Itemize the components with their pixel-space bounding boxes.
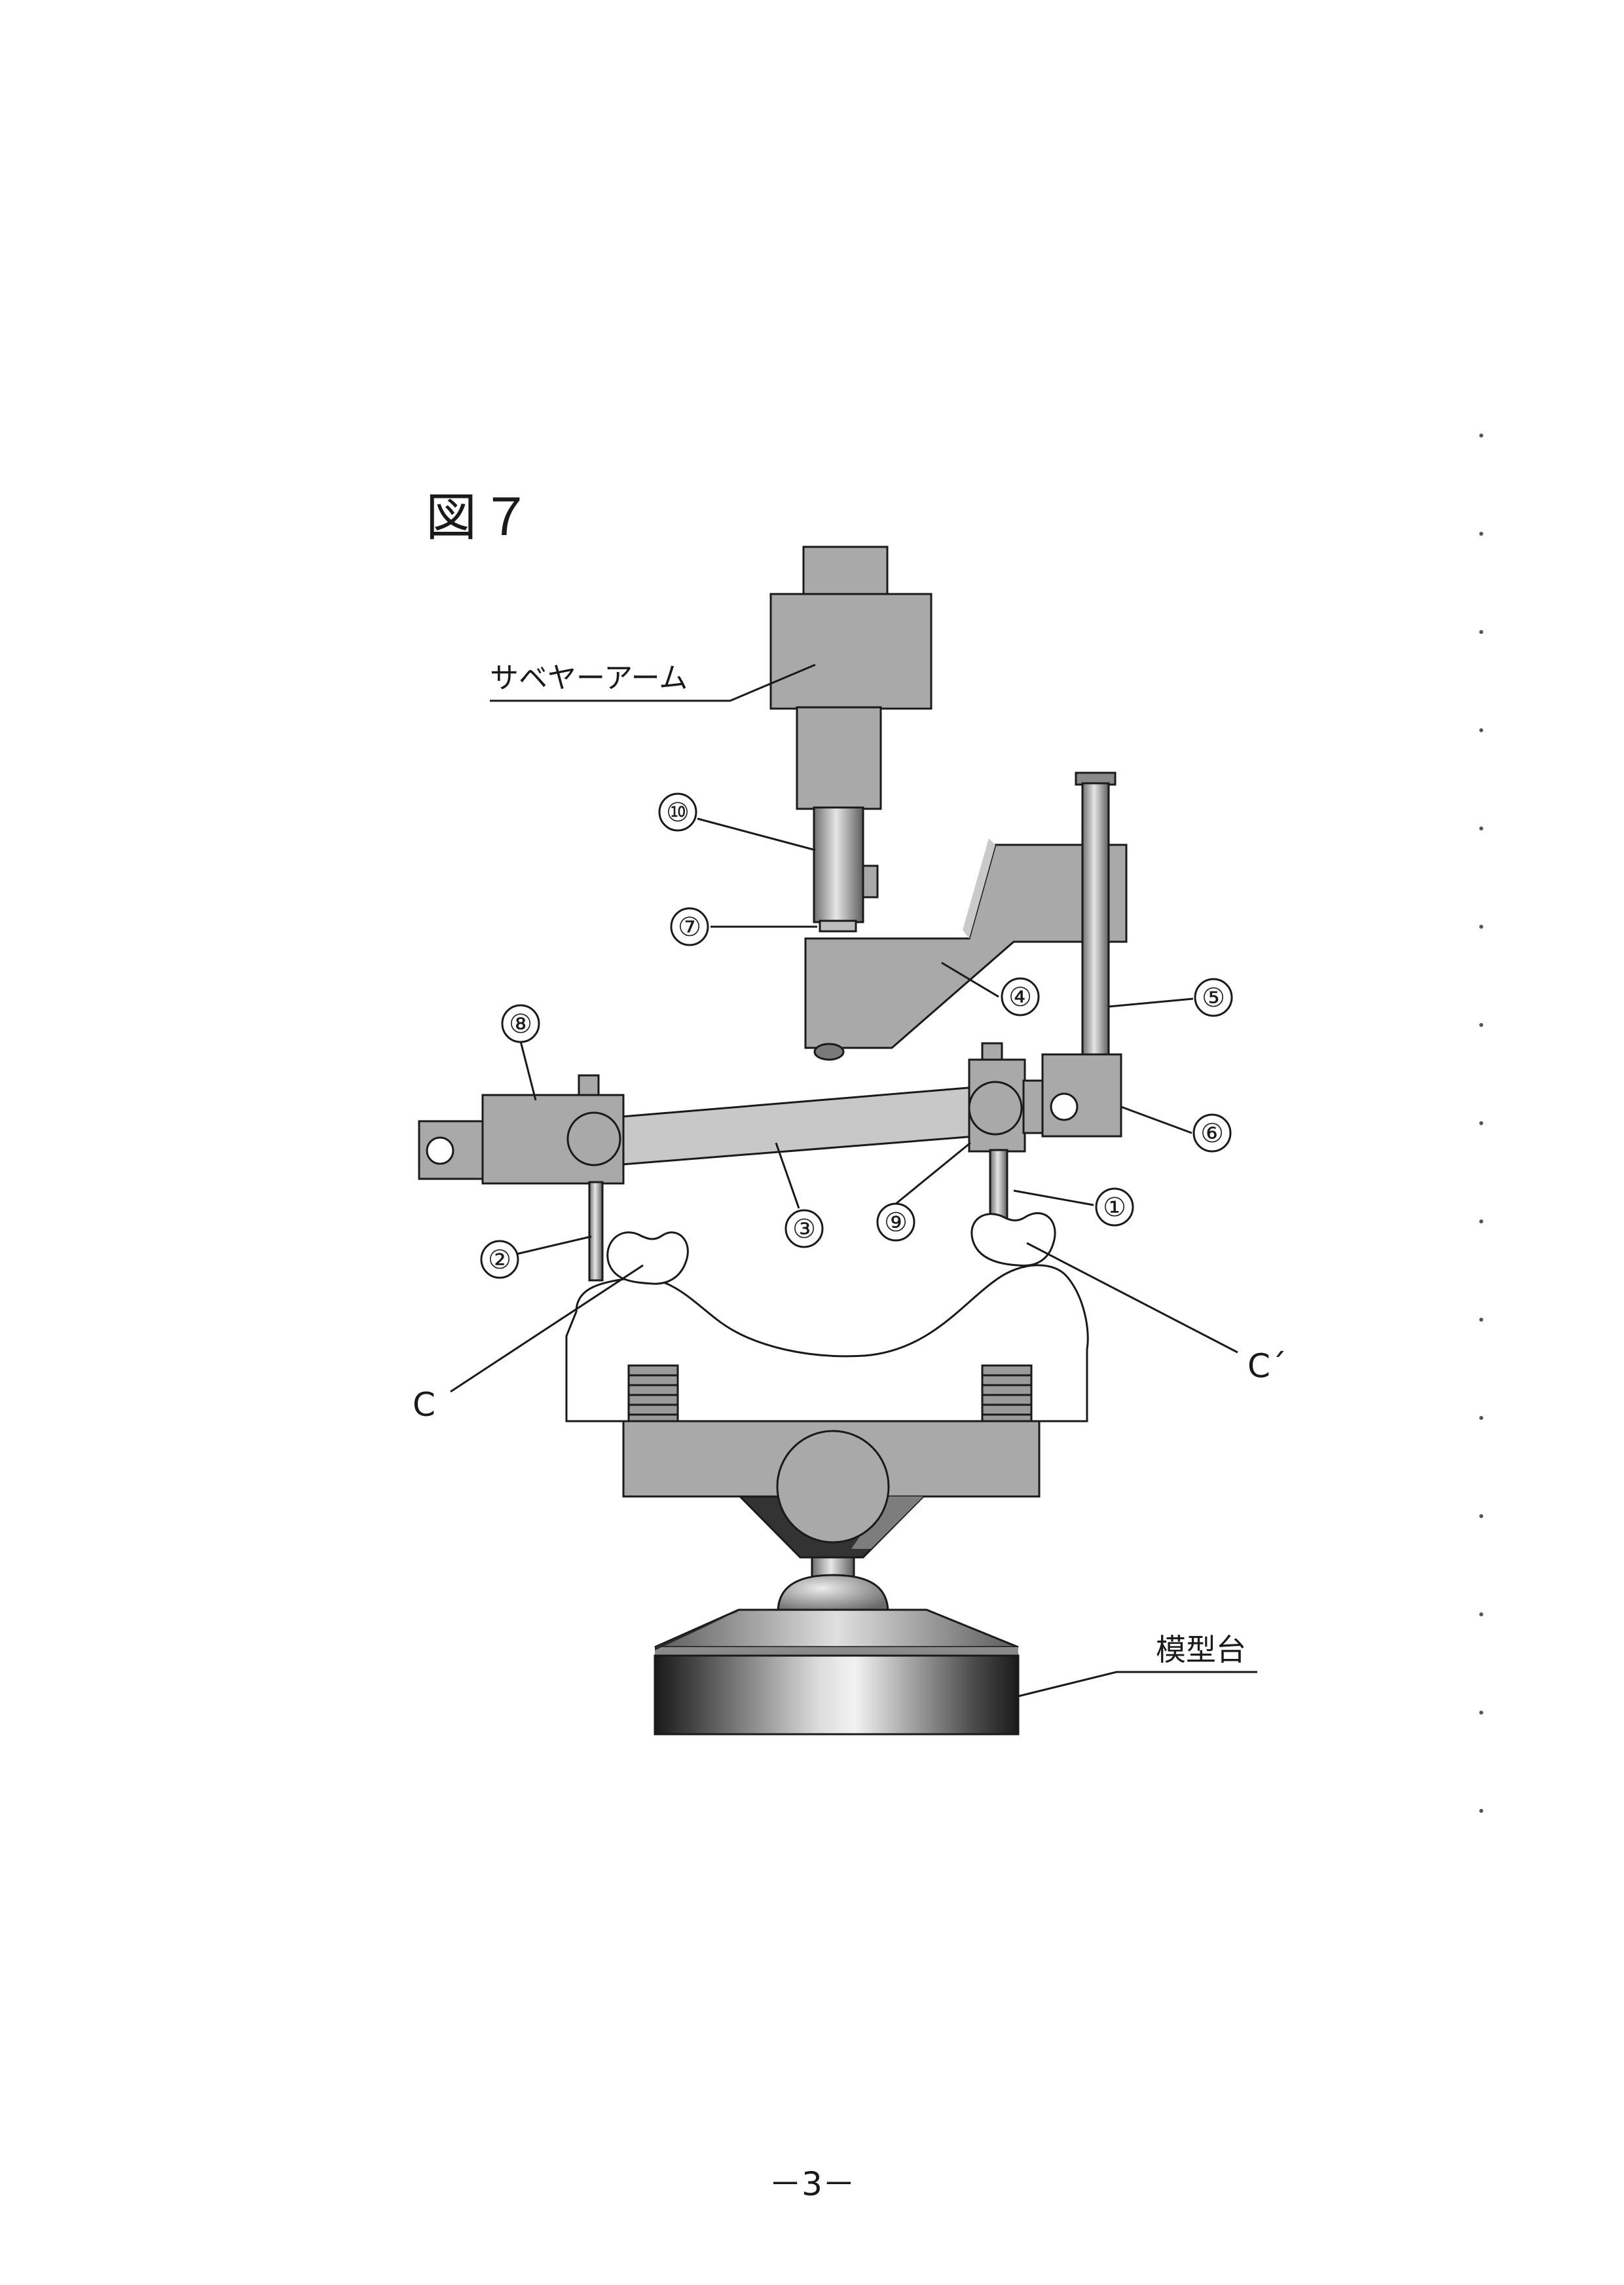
tooth-c-right (970, 1212, 1056, 1267)
rod-tip (819, 920, 857, 933)
callout-4: ④ (1001, 977, 1040, 1016)
base-ball (777, 1574, 889, 1614)
base-upper-ring (654, 1608, 1019, 1648)
leader-c-right (1026, 1242, 1238, 1354)
callout-2: ② (480, 1240, 519, 1279)
leader-lines (450, 663, 1257, 1698)
clamp-9-knob (968, 1081, 1023, 1136)
threaded-stud-left (627, 1364, 679, 1422)
callout-8: ⑧ (501, 1004, 540, 1043)
part-6-clamp (1041, 1053, 1122, 1138)
base-hinge-wedge-light (851, 1496, 923, 1549)
leader-10 (697, 817, 816, 851)
clamp-9-neck (1022, 1079, 1046, 1134)
figure-title: 図７ (426, 489, 536, 548)
page-number: －3－ (769, 2165, 855, 2203)
callout-6: ⑥ (1192, 1113, 1232, 1153)
scan-marks (1479, 434, 1483, 1813)
arm-lower-block (796, 706, 882, 810)
leader-4 (941, 961, 999, 998)
part-4-holder (804, 838, 1128, 1061)
base-shoulder (655, 1611, 739, 1650)
label-c-left: C (413, 1386, 435, 1424)
clamp-8-pin (588, 1181, 604, 1282)
threaded-stud-right (981, 1364, 1033, 1422)
callout-6-text: ⑥ (1200, 1119, 1224, 1149)
callout-2-text: ② (488, 1245, 511, 1275)
leader-6 (1120, 1105, 1192, 1134)
clamp-8-knob (566, 1111, 621, 1166)
callout-1: ① (1095, 1187, 1134, 1227)
callout-1-text: ① (1103, 1193, 1126, 1223)
leader-5 (1108, 997, 1194, 1008)
dental-cast (565, 1212, 1089, 1422)
base-bevel (655, 1647, 1018, 1657)
tooth-c-left (606, 1231, 689, 1285)
model-base-assembly (622, 1420, 1041, 1736)
callout-9-text: ⑨ (884, 1208, 908, 1238)
clamp-9-pin (989, 1149, 1008, 1220)
callout-7-text: ⑦ (678, 912, 701, 942)
holder-top-face (963, 838, 995, 938)
callout-5: ⑤ (1194, 978, 1233, 1017)
callout-3: ③ (784, 1209, 824, 1248)
callout-8-text: ⑧ (509, 1009, 532, 1039)
label-surveyor-arm: サベヤーアーム (490, 661, 688, 695)
callout-4-text: ④ (1008, 982, 1032, 1012)
leader-surveyor-arm (490, 663, 816, 702)
leader-9 (895, 1142, 971, 1205)
leader-model-base (1018, 1671, 1257, 1698)
base-cylinder (654, 1654, 1020, 1736)
leader-1 (1013, 1189, 1094, 1206)
part-6-hole (1050, 1092, 1079, 1121)
arm-main-block (769, 593, 932, 710)
callout-10-text: ⑩ (666, 798, 690, 828)
leader-2 (515, 1235, 592, 1255)
callout-3-text: ③ (792, 1214, 816, 1244)
surveyor-arm-assembly (769, 546, 932, 933)
leader-3 (775, 1142, 800, 1209)
callout-9: ⑨ (876, 1202, 915, 1242)
part-5-post (1075, 771, 1116, 1060)
analyzing-rod (813, 806, 864, 923)
clamp-8-screw (578, 1074, 600, 1098)
horizontal-bar (621, 1086, 977, 1166)
label-model-base: 模型台 (1156, 1632, 1246, 1667)
callout-7: ⑦ (670, 907, 709, 946)
base-joint-disc (776, 1430, 890, 1544)
leader-8 (519, 1041, 537, 1101)
part-3-bar-assembly (418, 1042, 1122, 1282)
callout-10: ⑩ (658, 792, 697, 832)
callout-5-text: ⑤ (1202, 983, 1225, 1013)
post-rod (1081, 782, 1110, 1060)
rod-set-screw (862, 864, 879, 899)
bar-left-end-hole (426, 1136, 454, 1165)
holder-tip (813, 1043, 845, 1061)
label-c-right: C´ (1247, 1347, 1287, 1385)
leader-c-left (450, 1264, 644, 1393)
arm-top-block (802, 546, 889, 601)
